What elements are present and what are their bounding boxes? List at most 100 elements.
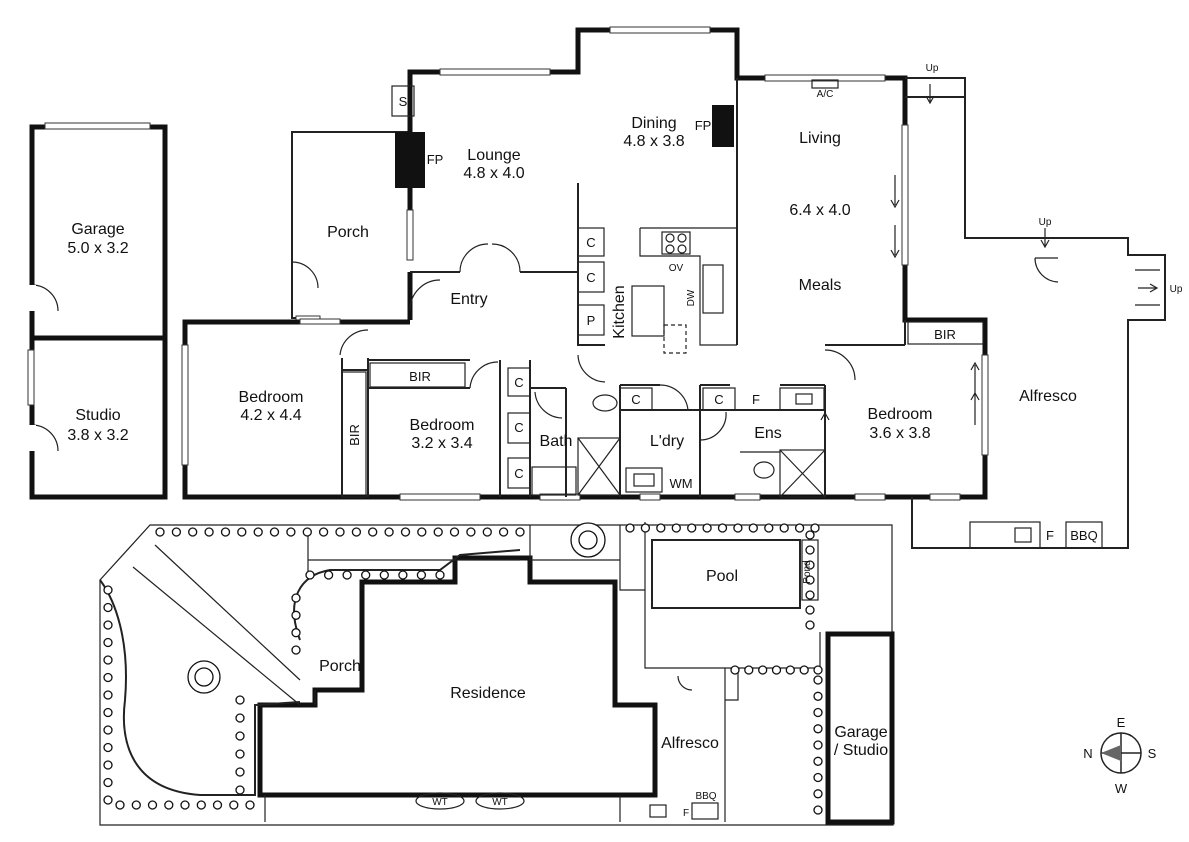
fp-lounge-label: FP	[427, 152, 444, 167]
shrub-icon	[805, 590, 815, 600]
site-alfresco-label: Alfresco	[661, 735, 719, 752]
living-size: 6.4 x 4.0	[789, 202, 850, 219]
fp-dining-label: FP	[695, 118, 712, 133]
compass-s: S	[1148, 746, 1157, 761]
shrub-icon	[466, 527, 476, 537]
shrub-icon	[813, 724, 823, 734]
shrub-icon	[813, 805, 823, 815]
lounge-label: Lounge	[467, 147, 520, 164]
dw-label: DW	[686, 289, 697, 306]
shrub-icon	[813, 772, 823, 783]
shrub-icon	[785, 665, 795, 675]
shrub-icon	[351, 527, 362, 537]
site-bbq-label: BBQ	[695, 791, 716, 802]
bedroom3-size: 3.6 x 3.8	[869, 425, 930, 442]
shrub-icon	[302, 527, 312, 537]
compass-rose	[1100, 732, 1142, 774]
up-label-1: Up	[926, 63, 939, 74]
bir-label-3: BIR	[934, 327, 956, 342]
shrub-icon	[702, 523, 712, 533]
shrub-icon	[103, 742, 113, 753]
shrub-icon	[805, 575, 815, 585]
shrub-icon	[671, 523, 681, 533]
shrub-icon	[361, 570, 371, 580]
shrub-icon	[779, 523, 789, 533]
shrub-icon	[188, 527, 198, 537]
shrub-icon	[417, 527, 427, 537]
shrub-icon	[810, 523, 820, 533]
shrub-icon	[291, 610, 301, 620]
shrub-symbols	[103, 523, 823, 815]
shrub-icon	[235, 731, 245, 741]
shrub-icon	[212, 800, 223, 810]
studio-size: 3.8 x 3.2	[67, 427, 128, 444]
shrub-icon	[805, 530, 815, 540]
c-label-1: C	[586, 235, 595, 250]
garage-size: 5.0 x 3.2	[67, 240, 128, 257]
living-label: Living	[799, 130, 841, 147]
shrub-icon	[235, 785, 245, 795]
shrub-icon	[253, 527, 263, 537]
shrub-icon	[180, 800, 190, 810]
compass-n: N	[1083, 746, 1092, 761]
c-label-7: C	[714, 392, 723, 407]
shrub-icon	[323, 570, 334, 580]
shrub-icon	[164, 800, 174, 810]
shrub-icon	[748, 523, 758, 533]
p-label: P	[587, 313, 596, 328]
fixture-labels: FP FP S C C P C C C C C F OV DW BIR BIR …	[347, 63, 1183, 543]
shrub-icon	[717, 523, 728, 533]
shrub-icon	[813, 740, 823, 750]
shrub-icon	[435, 570, 445, 580]
shrub-icon	[103, 690, 113, 700]
shrub-icon	[103, 602, 113, 613]
shrub-icon	[342, 570, 352, 580]
shrub-icon	[813, 756, 823, 766]
shrub-icon	[379, 570, 389, 580]
bir-label-1: BIR	[409, 369, 431, 384]
site-pond-label: Pond	[802, 560, 813, 583]
shrub-icon	[449, 527, 460, 537]
shrub-icon	[286, 527, 296, 537]
f-alfresco-label: F	[1046, 528, 1054, 543]
bedroom2-size: 3.2 x 3.4	[411, 435, 472, 452]
shrub-icon	[368, 527, 378, 537]
compass-e: E	[1117, 715, 1126, 730]
shrub-icon	[640, 523, 651, 533]
shrub-icon	[115, 800, 125, 810]
up-label-3: Up	[1170, 284, 1183, 295]
shrub-icon	[245, 800, 255, 810]
shrub-icon	[103, 672, 113, 683]
bedroom3-label: Bedroom	[868, 406, 933, 423]
shrub-icon	[498, 527, 509, 537]
meals-label: Meals	[799, 277, 842, 294]
shrub-icon	[656, 523, 666, 533]
lounge-size: 4.8 x 4.0	[463, 165, 524, 182]
shrub-icon	[416, 570, 427, 580]
shrub-icon	[155, 527, 165, 537]
shrub-icon	[235, 713, 245, 723]
shrub-icon	[103, 637, 113, 648]
shrub-icon	[805, 545, 815, 555]
alfresco-deck	[905, 77, 1166, 549]
shrub-icon	[131, 800, 141, 810]
shrub-icon	[103, 777, 113, 788]
shrub-icon	[744, 665, 754, 675]
shrub-icon	[433, 527, 443, 537]
shrub-icon	[764, 523, 774, 533]
shrub-icon	[237, 527, 247, 537]
shrub-icon	[235, 695, 245, 705]
ac-label: A/C	[817, 89, 834, 100]
shrub-icon	[103, 707, 113, 718]
shrub-icon	[305, 570, 315, 580]
bedroom1-label: Bedroom	[239, 389, 304, 406]
bir-label-2: BIR	[347, 424, 362, 446]
shrub-icon	[730, 665, 740, 675]
shrub-icon	[235, 749, 245, 759]
compass-w: W	[1115, 781, 1128, 796]
c-label-2: C	[586, 270, 595, 285]
shrub-icon	[204, 527, 214, 537]
shrub-icon	[103, 655, 113, 665]
house-walls	[181, 26, 989, 501]
